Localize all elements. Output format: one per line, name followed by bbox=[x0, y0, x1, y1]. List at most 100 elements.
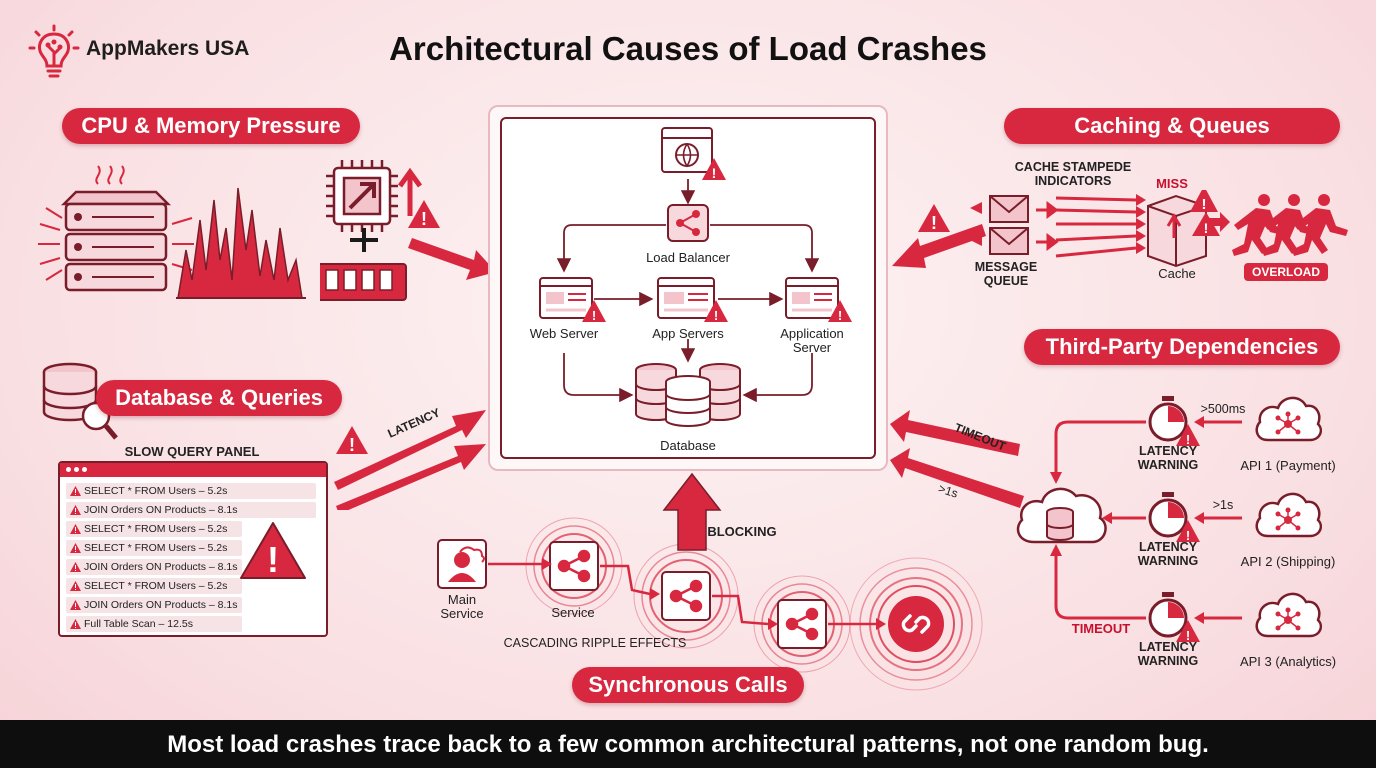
svg-text:!: ! bbox=[931, 213, 937, 233]
stopwatch-warning-icon: ! bbox=[1148, 492, 1200, 543]
application-server-label-line1: Application bbox=[780, 326, 844, 341]
warning-icon bbox=[70, 543, 81, 553]
cache-miss-label: MISS bbox=[1156, 176, 1188, 191]
architecture-connectors bbox=[556, 179, 820, 403]
slow-query-text: JOIN Orders ON Products – 8.1s bbox=[84, 561, 238, 573]
slow-query-row: SELECT * FROM Users – 5.2s bbox=[66, 521, 242, 537]
app-servers-icon: ! bbox=[657, 277, 728, 323]
section-database-queries: Database & Queries bbox=[96, 380, 342, 416]
slow-query-text: JOIN Orders ON Products – 8.1s bbox=[84, 504, 238, 516]
svg-text:!: ! bbox=[1202, 196, 1207, 213]
warning-icon bbox=[70, 600, 81, 610]
warning-icon bbox=[70, 486, 81, 496]
section-synchronous-calls: Synchronous Calls bbox=[572, 667, 804, 703]
slow-query-row: SELECT * FROM Users – 5.2s bbox=[66, 578, 242, 594]
main-service-label-line1: Main bbox=[447, 592, 477, 607]
page-title: Architectural Causes of Load Crashes bbox=[389, 30, 987, 67]
web-server-icon: ! bbox=[539, 277, 606, 323]
cache-label: Cache bbox=[1158, 266, 1196, 281]
cpu-chip-icon bbox=[320, 160, 423, 301]
app-servers-label: App Servers bbox=[652, 326, 724, 341]
main-service-label-line2: Service bbox=[440, 606, 484, 621]
latency-warning-label-line2: WARNING bbox=[1137, 554, 1199, 568]
slow-query-panel-heading: SLOW QUERY PANEL bbox=[124, 444, 260, 459]
third-party-flow-lines bbox=[890, 410, 1242, 624]
svg-text:!: ! bbox=[1186, 432, 1190, 447]
slow-query-row: Full Table Scan – 12.5s bbox=[66, 616, 242, 632]
latency-warning-label-line2: WARNING bbox=[1137, 458, 1199, 472]
load-balancer-icon bbox=[667, 204, 709, 242]
slow-query-text: SELECT * FROM Users – 5.2s bbox=[84, 542, 228, 554]
latency-warning-label-line2: WARNING bbox=[1137, 654, 1199, 668]
latency-arrows-icon: ! bbox=[334, 410, 486, 510]
warning-icon bbox=[70, 505, 81, 515]
cloud-api-icon bbox=[1255, 492, 1322, 538]
svg-text:!: ! bbox=[1186, 628, 1190, 643]
warning-icon bbox=[70, 581, 81, 591]
latency-warning-label-line1: LATENCY bbox=[1138, 540, 1198, 554]
section-cpu-memory: CPU & Memory Pressure bbox=[62, 108, 360, 144]
synchronous-calls-chain bbox=[437, 472, 983, 691]
application-server-icon: ! bbox=[785, 277, 852, 323]
message-queue-label-line2: QUEUE bbox=[983, 274, 1029, 288]
globe-browser-icon: ! bbox=[661, 127, 726, 181]
api-name-label: API 1 (Payment) bbox=[1240, 458, 1336, 473]
svg-text:!: ! bbox=[349, 435, 355, 455]
lightbulb-logo-icon bbox=[28, 24, 80, 78]
svg-text:!: ! bbox=[592, 308, 596, 323]
brand-name: AppMakers USA bbox=[86, 37, 250, 60]
section-caching-queues: Caching & Queues bbox=[1004, 108, 1340, 144]
cache-stampede-label-line1: CACHE STAMPEDE bbox=[1014, 160, 1132, 174]
stopwatch-warning-icon: ! bbox=[1148, 396, 1200, 447]
timeout-label-bottom: TIMEOUT bbox=[1071, 621, 1131, 636]
slow-query-text: SELECT * FROM Users – 5.2s bbox=[84, 485, 228, 497]
slow-query-row: JOIN Orders ON Products – 8.1s bbox=[66, 597, 242, 613]
cache-stampede-label-line2: INDICATORS bbox=[1034, 174, 1112, 188]
footer-caption: Most load crashes trace back to a few co… bbox=[0, 720, 1376, 768]
server-rack-icon bbox=[38, 165, 194, 292]
slow-query-text: JOIN Orders ON Products – 8.1s bbox=[84, 599, 238, 611]
svg-text:!: ! bbox=[838, 308, 842, 323]
latency-warning-label-line1: LATENCY bbox=[1138, 640, 1198, 654]
cpu-warning-arrow-icon: ! bbox=[408, 200, 496, 280]
warning-icon bbox=[70, 619, 81, 629]
slow-query-text: SELECT * FROM Users – 5.2s bbox=[84, 580, 228, 592]
load-balancer-label: Load Balancer bbox=[646, 250, 730, 265]
cpu-spike-graph-icon bbox=[176, 187, 306, 299]
database-cluster-icon bbox=[635, 363, 741, 427]
cascading-ripple-label: CASCADING RIPPLE EFFECTS bbox=[503, 636, 687, 650]
overload-badge: OVERLOAD bbox=[1244, 263, 1328, 281]
blocking-label: BLOCKING bbox=[707, 524, 777, 539]
application-server-label-line2: Server bbox=[792, 340, 832, 355]
service-label: Service bbox=[551, 605, 595, 620]
api-name-label: API 2 (Shipping) bbox=[1240, 554, 1336, 569]
cloud-api-icon bbox=[1255, 592, 1322, 638]
slow-query-row: SELECT * FROM Users – 5.2s bbox=[66, 540, 242, 556]
latency-threshold-label: >1s bbox=[1212, 498, 1234, 512]
database-label: Database bbox=[660, 438, 716, 453]
message-queue-label-line1: MESSAGE bbox=[974, 260, 1038, 274]
svg-text:!: ! bbox=[421, 209, 427, 229]
svg-text:!: ! bbox=[714, 308, 718, 323]
latency-threshold-label: >500ms bbox=[1200, 402, 1246, 416]
slow-query-text: Full Table Scan – 12.5s bbox=[84, 618, 193, 630]
cloud-database-hub-icon bbox=[1016, 487, 1107, 544]
latency-warning-label-line1: LATENCY bbox=[1138, 444, 1198, 458]
slow-query-row: SELECT * FROM Users – 5.2s bbox=[66, 483, 316, 499]
svg-text:!: ! bbox=[712, 165, 717, 181]
stopwatch-warning-icon: ! bbox=[1148, 592, 1200, 643]
slow-query-row: JOIN Orders ON Products – 8.1s bbox=[66, 559, 242, 575]
slow-query-row: JOIN Orders ON Products – 8.1s bbox=[66, 502, 316, 518]
section-third-party: Third-Party Dependencies bbox=[1024, 329, 1340, 365]
svg-text:!: ! bbox=[267, 539, 279, 580]
warning-icon bbox=[70, 524, 81, 534]
cache-flow-icons: ! ! ! bbox=[892, 190, 1348, 268]
svg-text:!: ! bbox=[1204, 220, 1209, 236]
svg-text:!: ! bbox=[1186, 528, 1190, 543]
web-server-label: Web Server bbox=[529, 326, 599, 341]
slow-query-warning-icon: ! bbox=[240, 522, 306, 580]
warning-icon bbox=[70, 562, 81, 572]
api-name-label: API 3 (Analytics) bbox=[1239, 654, 1337, 669]
slow-query-text: SELECT * FROM Users – 5.2s bbox=[84, 523, 228, 535]
cloud-api-icon bbox=[1255, 396, 1322, 442]
